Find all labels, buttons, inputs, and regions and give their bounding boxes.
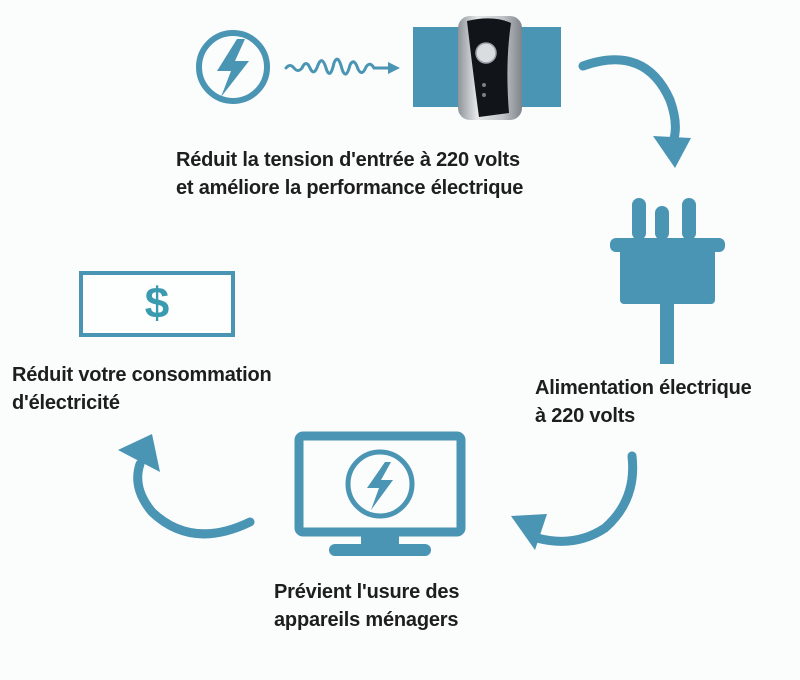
step-input-line-1: Réduit la tension d'entrée à 220 volts — [176, 149, 520, 171]
step-consumption-line-1: Réduit votre consommation — [12, 364, 272, 386]
step-appliances-label: Prévient l'usure des appareils ménagers — [274, 578, 459, 634]
dollar-sign: $ — [144, 279, 170, 328]
clockwise-arrow-top-right — [578, 55, 691, 168]
lightning-circle-icon — [196, 30, 270, 104]
clockwise-arrow-bottom-left — [118, 434, 255, 539]
plug-icon — [610, 198, 725, 364]
step-input-line-2: et améliore la performance électrique — [176, 177, 524, 199]
dollar-bill-icon: $ — [79, 271, 235, 337]
device-body — [458, 16, 522, 120]
step-supply-label: Alimentation électrique à 220 volts — [535, 374, 752, 430]
wave-arrow-icon — [284, 57, 400, 76]
monitor-lightning-icon — [294, 431, 466, 556]
step-consumption-label: Réduit votre consommation d'électricité — [12, 361, 272, 417]
step-supply-line-1: Alimentation électrique — [535, 377, 752, 399]
step-appliances-line-2: appareils ménagers — [274, 609, 459, 631]
clockwise-arrow-bottom-right — [511, 451, 638, 550]
step-consumption-line-2: d'électricité — [12, 392, 120, 414]
step-supply-line-2: à 220 volts — [535, 405, 636, 427]
step-input-label: Réduit la tension d'entrée à 220 volts e… — [176, 146, 523, 202]
power-saver-device-icon — [413, 16, 561, 120]
step-appliances-line-1: Prévient l'usure des — [274, 581, 460, 603]
